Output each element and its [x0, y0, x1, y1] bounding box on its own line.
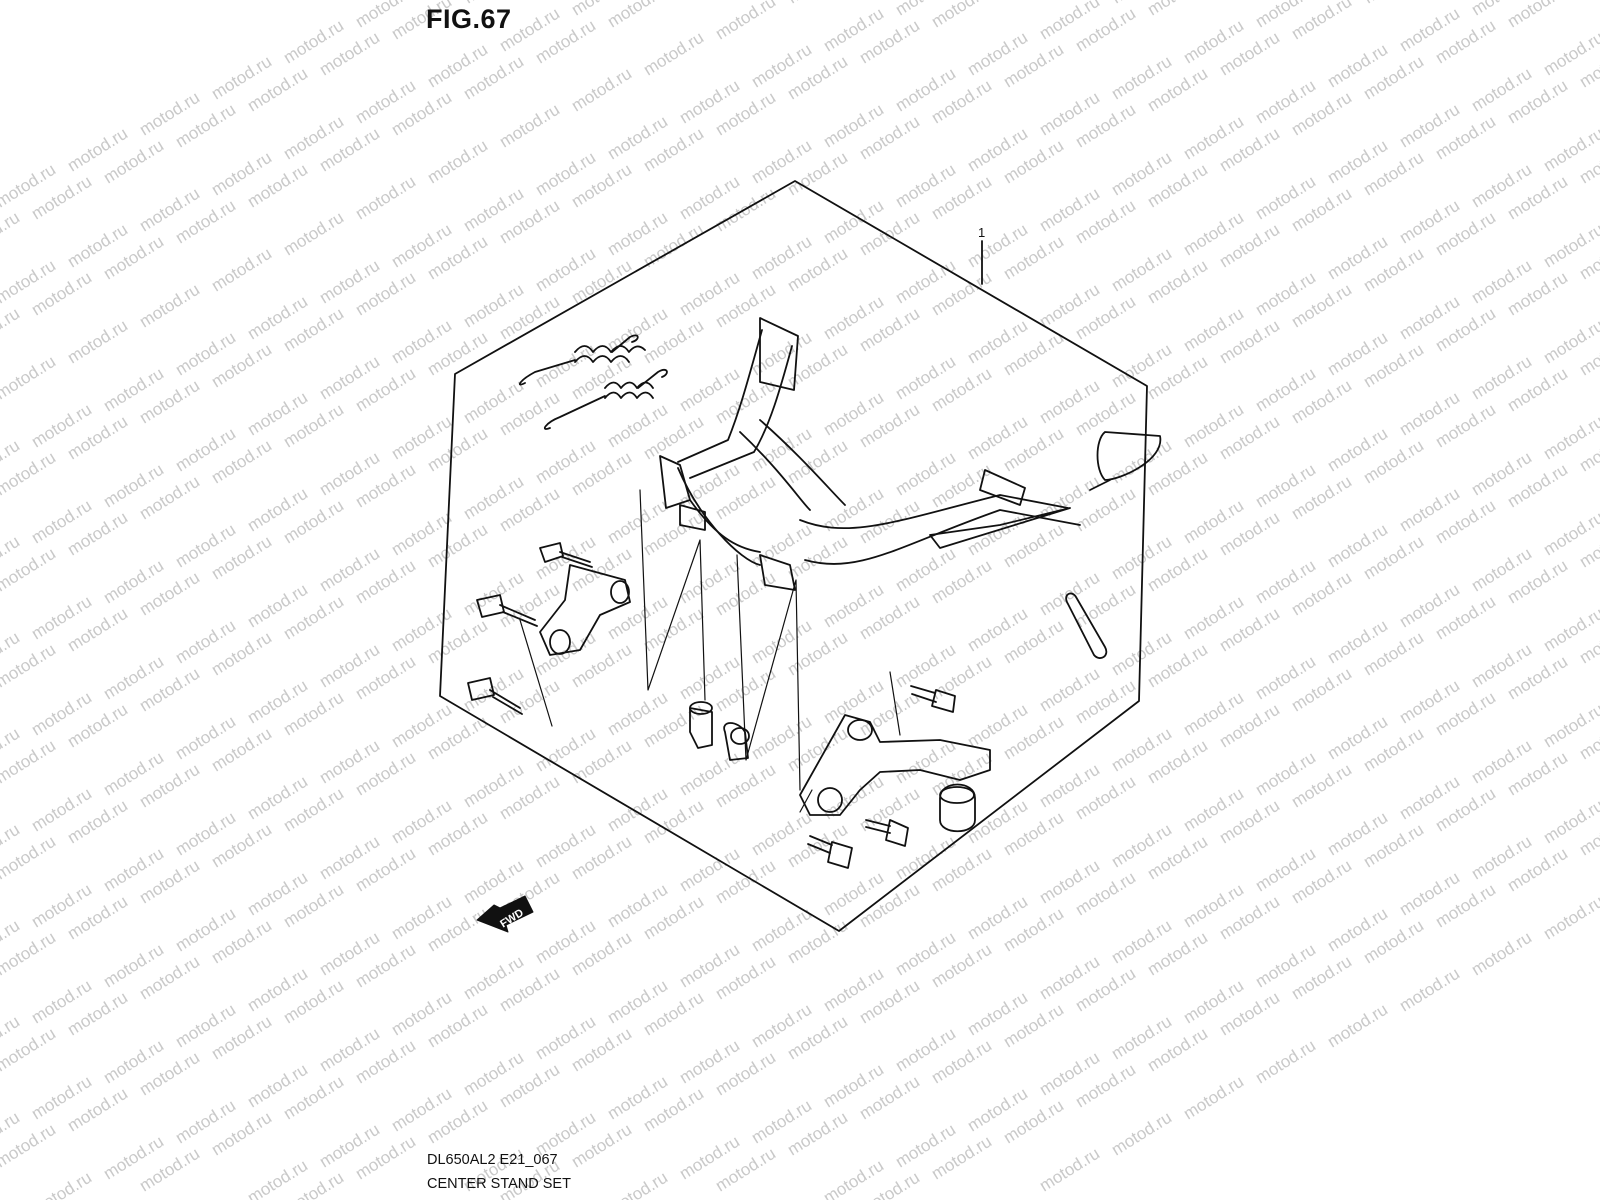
- stand-bracket-left: [539, 564, 631, 656]
- return-spring-lower: [543, 368, 668, 430]
- figure-name: CENTER STAND SET: [427, 1176, 571, 1192]
- callout-number: 1: [978, 225, 985, 240]
- assembly-frame: [439, 180, 1148, 932]
- return-spring-upper: [518, 334, 646, 386]
- bushings: [689, 701, 750, 761]
- center-stand-body: [659, 317, 1161, 591]
- figure-title: FIG.67: [426, 4, 512, 34]
- stand-bracket-right: [799, 714, 991, 816]
- assembly-leader-lines: [519, 489, 901, 813]
- forward-direction-arrow: [476, 895, 534, 933]
- figure-code: DL650AL2 E21_067: [427, 1152, 558, 1168]
- bolts: [467, 542, 1108, 869]
- rubber-stopper: [939, 783, 976, 833]
